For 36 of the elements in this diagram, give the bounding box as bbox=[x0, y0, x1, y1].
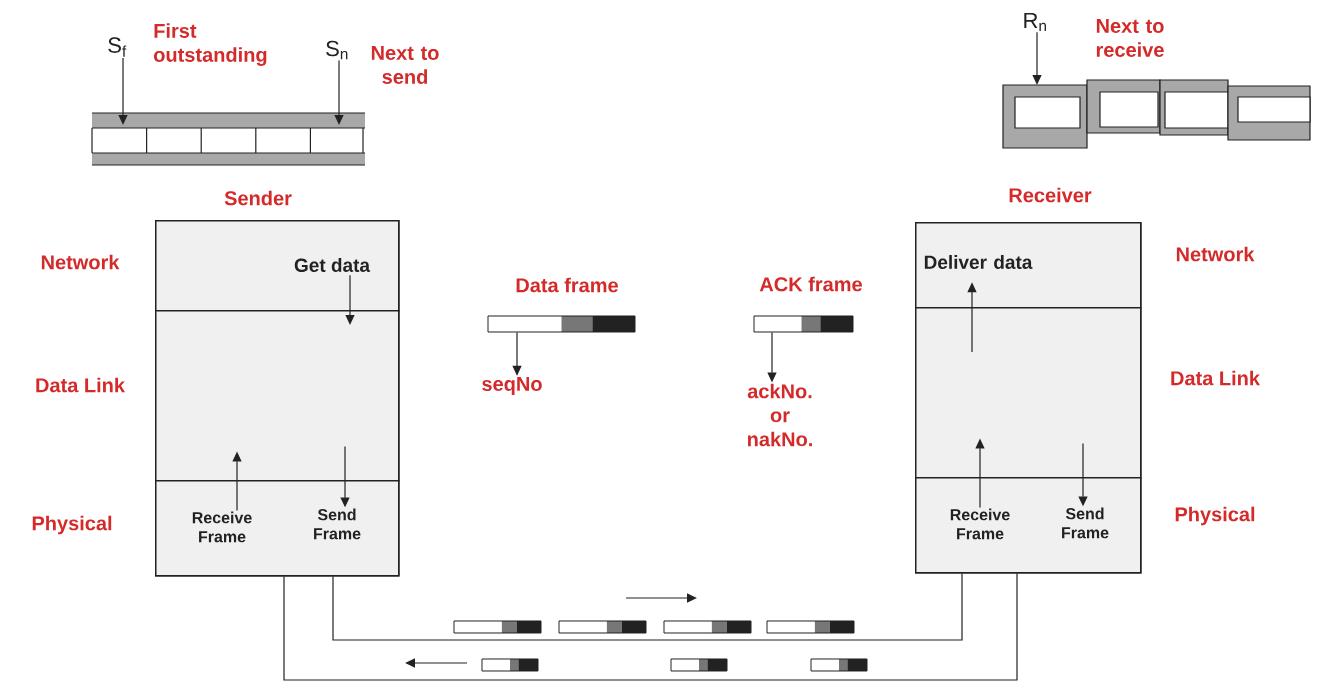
node-label: Receive Frame bbox=[192, 511, 252, 543]
pointer-symbol: R$_{n}$ bbox=[1024, 12, 1046, 32]
layer-band bbox=[915, 477, 1142, 574]
layer-band bbox=[155, 220, 400, 312]
layer-band bbox=[155, 310, 400, 482]
pointer-symbol: S$_{n}$ bbox=[326, 40, 348, 60]
layer-band bbox=[155, 480, 400, 577]
node-label: Data frame bbox=[516, 277, 618, 293]
link-line bbox=[332, 572, 963, 641]
sliding-window-drawing bbox=[1002, 79, 1311, 149]
node-label: seqNo bbox=[482, 377, 542, 395]
layer-band bbox=[915, 222, 1142, 309]
layer-label: Network bbox=[41, 254, 120, 270]
layer-label: Physical bbox=[1175, 506, 1255, 526]
layer-label: Network bbox=[1176, 246, 1255, 262]
node-label: Deliver data bbox=[924, 255, 1033, 269]
node-label: Send Frame bbox=[1062, 507, 1109, 539]
link-line bbox=[283, 572, 1018, 681]
pointer-caption: Next to send bbox=[371, 46, 439, 84]
node-label: Send Frame bbox=[314, 508, 361, 540]
sliding-window-drawing bbox=[91, 112, 366, 166]
frame-format: ACK frame bbox=[753, 276, 862, 333]
node-label: Sender bbox=[224, 190, 292, 206]
node-label: ACK frame bbox=[759, 276, 862, 292]
frame-format: Data frame bbox=[487, 277, 636, 333]
arrow bbox=[334, 59, 344, 125]
layer-label: Physical bbox=[32, 515, 112, 535]
arrow bbox=[118, 57, 128, 125]
pointer-symbol: S$_{f}$ bbox=[108, 37, 127, 57]
node-label: ackNo. or nakNo. bbox=[747, 383, 812, 447]
node-label: Receive Frame bbox=[950, 508, 1010, 540]
node-label: Receiver bbox=[1009, 187, 1092, 203]
arrow bbox=[1032, 31, 1042, 85]
arrow bbox=[345, 274, 355, 325]
node-label: Get data bbox=[294, 258, 371, 272]
layer-band bbox=[915, 307, 1142, 479]
